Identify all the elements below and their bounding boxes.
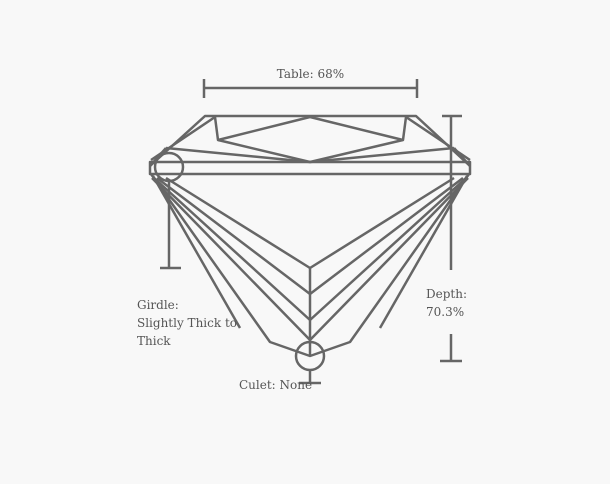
culet-indicator [294,340,326,385]
girdle-title: Girdle: [137,298,179,312]
diamond-pavilion [149,173,471,358]
culet-label: Culet: None [239,378,313,392]
depth-label: Depth: 70.3% [426,285,467,321]
table-label: Table: 68% [276,67,345,81]
table-width-indicator [202,79,419,98]
girdle-indicator [153,151,185,270]
depth-title: Depth: [426,287,467,301]
depth-value: 70.3% [426,305,465,319]
girdle-label: Girdle: Slightly Thick to Thick [137,296,237,350]
diamond-crown [149,114,471,167]
depth-indicator [440,114,462,363]
diamond-girdle [148,160,472,176]
girdle-value-line-2: Thick [137,334,171,348]
girdle-value-line-1: Slightly Thick to [137,316,237,330]
